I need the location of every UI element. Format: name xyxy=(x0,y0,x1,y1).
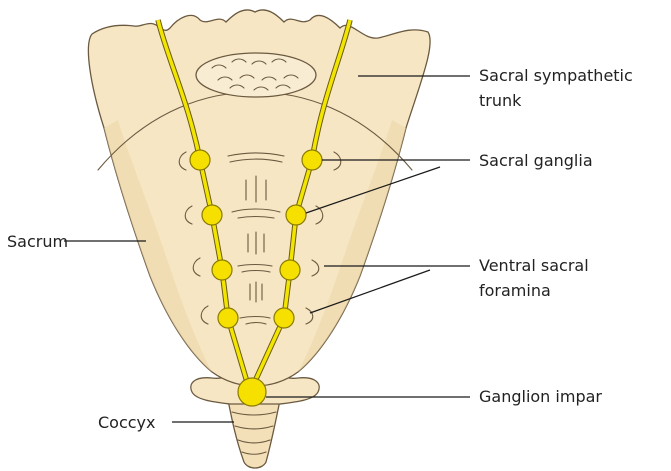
label-sympathetic-trunk-line1: Sacral sympathetic xyxy=(479,66,633,85)
sacral-ganglion xyxy=(286,205,306,225)
sacral-ganglion xyxy=(280,260,300,280)
ganglion-impar xyxy=(238,378,266,406)
sacral-ganglion xyxy=(218,308,238,328)
label-sympathetic-trunk-line2: trunk xyxy=(479,91,522,110)
sacral-promontory xyxy=(196,53,316,97)
sacral-ganglion xyxy=(212,260,232,280)
label-ventral-foramina-line2: foramina xyxy=(479,281,551,300)
label-coccyx: Coccyx xyxy=(98,413,156,432)
sacral-ganglion xyxy=(274,308,294,328)
label-ganglion-impar: Ganglion impar xyxy=(479,387,602,406)
label-sacrum: Sacrum xyxy=(7,232,68,251)
sacral-ganglion xyxy=(190,150,210,170)
coccyx-bone xyxy=(228,400,280,468)
sacral-ganglion xyxy=(302,150,322,170)
sacral-ganglion xyxy=(202,205,222,225)
label-ventral-foramina-line1: Ventral sacral xyxy=(479,256,589,275)
label-sacral-ganglia: Sacral ganglia xyxy=(479,151,593,170)
